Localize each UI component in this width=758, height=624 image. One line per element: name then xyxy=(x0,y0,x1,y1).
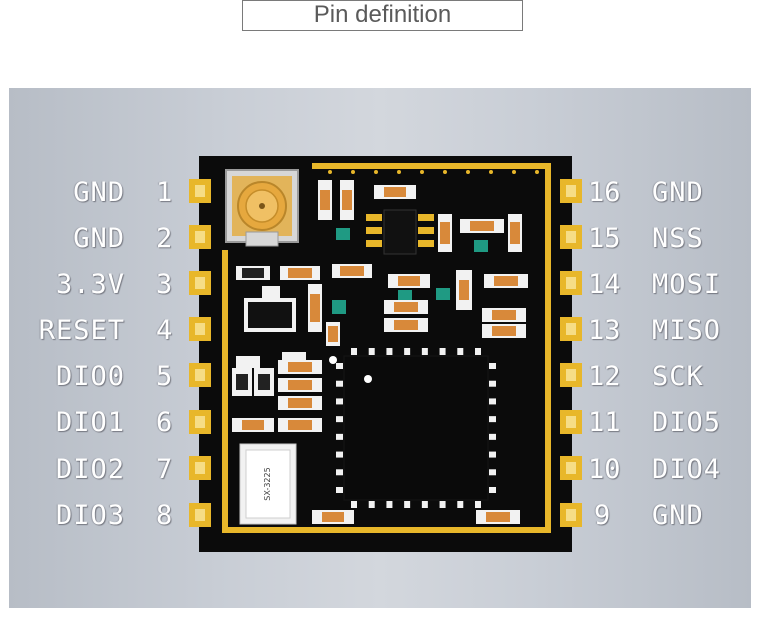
right-pin-number-13: 13 xyxy=(588,315,621,346)
right-pin-number-10: 10 xyxy=(588,454,621,485)
chip-pin xyxy=(336,433,343,440)
chip-pin xyxy=(421,348,428,355)
right-pin-number-16: 16 xyxy=(588,177,621,208)
right-pin-number-11: 11 xyxy=(588,407,621,438)
left-pin-number-2: 2 xyxy=(156,223,173,254)
left-pin-number-4: 4 xyxy=(156,315,173,346)
ground-trace-outline xyxy=(308,163,551,533)
chip-pin xyxy=(404,501,411,508)
main-chip xyxy=(329,348,496,508)
chip-pin xyxy=(489,451,496,458)
right-pin-number-12: 12 xyxy=(588,361,621,392)
right-pin-label-16: GND xyxy=(652,177,704,208)
right-pin-label-13: MISO xyxy=(652,315,722,346)
left-pin-label-4: RESET xyxy=(38,315,125,346)
chip-pin xyxy=(336,380,343,387)
smd-components xyxy=(232,180,528,524)
chip-pin xyxy=(336,398,343,405)
chip-pin xyxy=(489,398,496,405)
chip-pin xyxy=(475,501,481,508)
title-box: Pin definition xyxy=(242,0,523,31)
right-pin-label-10: DIO4 xyxy=(652,454,722,485)
chip-pin xyxy=(457,348,464,355)
ipex-connector xyxy=(225,169,299,247)
left-pads xyxy=(189,179,211,527)
via-row-top xyxy=(328,170,539,174)
chip-pin xyxy=(404,348,411,355)
title-text: Pin definition xyxy=(313,1,452,28)
left-pin-label-8: DIO3 xyxy=(55,500,125,531)
chip-pin xyxy=(336,416,343,423)
left-pin-number-1: 1 xyxy=(156,177,173,208)
chip-pin xyxy=(336,469,343,476)
chip-pin xyxy=(336,451,343,458)
right-pin-number-9: 9 xyxy=(594,500,611,531)
left-pin-number-8: 8 xyxy=(156,500,173,531)
chip-pin xyxy=(489,433,496,440)
left-pin-number-6: 6 xyxy=(156,407,173,438)
chip-pin xyxy=(368,501,375,508)
right-pin-label-9: GND xyxy=(652,500,704,531)
chip-pin xyxy=(421,501,428,508)
left-pin-number-5: 5 xyxy=(156,361,173,392)
chip-pin xyxy=(489,380,496,387)
left-pin-label-1: GND xyxy=(73,177,125,208)
left-pin-label-6: DIO1 xyxy=(55,407,125,438)
left-pin-label-7: DIO2 xyxy=(55,454,125,485)
right-pin-label-12: SCK xyxy=(652,361,704,392)
chip-pin xyxy=(351,501,357,508)
right-pads xyxy=(560,179,582,527)
chip-pin xyxy=(336,363,343,369)
chip-pin xyxy=(489,469,496,476)
chip-pin xyxy=(386,501,393,508)
right-pin-label-11: DIO5 xyxy=(652,407,722,438)
left-pin-label-2: GND xyxy=(73,223,125,254)
right-pin-label-15: NSS xyxy=(652,223,704,254)
chip-pin xyxy=(489,363,496,369)
chip-pin xyxy=(439,501,446,508)
chip-pin xyxy=(457,501,464,508)
left-pin-number-3: 3 xyxy=(156,269,173,300)
chip-pin xyxy=(336,487,343,493)
chip-pin xyxy=(351,348,357,355)
crystal-marking: SX-3225 xyxy=(263,467,272,500)
ground-trace-left xyxy=(222,250,308,533)
left-pin-label-5: DIO0 xyxy=(55,361,125,392)
crystal-oscillator: SX-3225 xyxy=(239,443,297,525)
chip-pin xyxy=(489,416,496,423)
left-pin-number-7: 7 xyxy=(156,454,173,485)
chip-pin xyxy=(489,487,496,493)
chip-pin xyxy=(439,348,446,355)
right-pin-number-14: 14 xyxy=(588,269,621,300)
right-pin-number-15: 15 xyxy=(588,223,621,254)
chip-pin xyxy=(386,348,393,355)
right-pin-label-14: MOSI xyxy=(652,269,722,300)
left-pin-label-3: 3.3V xyxy=(55,269,125,300)
chip-pin xyxy=(475,348,481,355)
chip-pin xyxy=(368,348,375,355)
